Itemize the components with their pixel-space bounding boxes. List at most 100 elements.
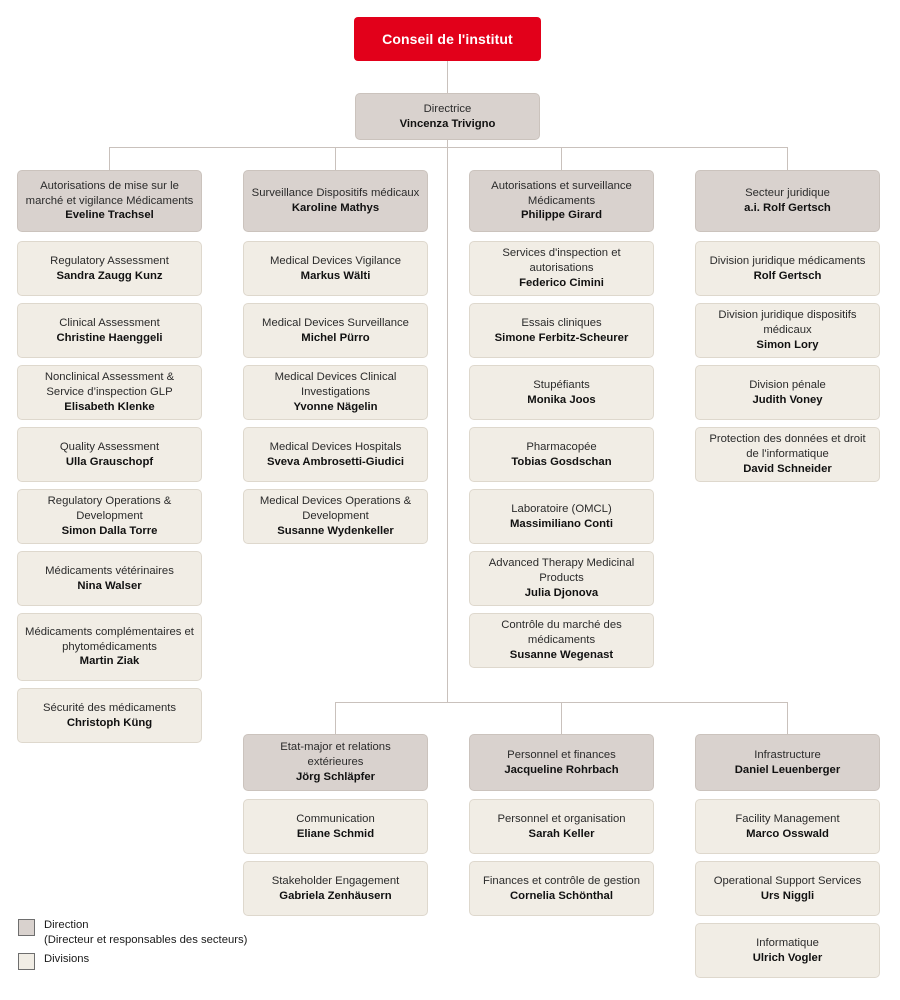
- node-person: Christoph Küng: [66, 716, 153, 729]
- node-division-2-5[interactable]: Medical Devices Operations & Development…: [243, 489, 428, 544]
- node-unit: Conseil de l'institut: [382, 30, 513, 47]
- node-unit: Division juridique médicaments: [709, 254, 866, 267]
- node-unit: Facility Management: [735, 812, 840, 825]
- node-unit: Personnel et organisation: [497, 812, 626, 825]
- node-person: Philippe Girard: [521, 209, 602, 222]
- node-person: Yvonne Nägelin: [293, 400, 378, 413]
- node-staff-head-3[interactable]: Infrastructure Daniel Leuenberger: [695, 734, 880, 791]
- node-unit: Regulatory Assessment: [50, 254, 169, 267]
- node-unit: Médicaments complémentaires et phytomédi…: [25, 625, 194, 653]
- connector-trunk-to-bottom: [447, 147, 448, 703]
- node-person: Federico Cimini: [519, 276, 604, 289]
- node-person: Cornelia Schönthal: [510, 889, 613, 902]
- node-division-1-8[interactable]: Sécurité des médicaments Christoph Küng: [17, 688, 202, 743]
- node-division-1-7[interactable]: Médicaments complémentaires et phytomédi…: [17, 613, 202, 681]
- node-staff-division-2-2[interactable]: Finances et contrôle de gestion Cornelia…: [469, 861, 654, 916]
- node-staff-division-3-1[interactable]: Facility Management Marco Osswald: [695, 799, 880, 854]
- node-staff-division-2-1[interactable]: Personnel et organisation Sarah Keller: [469, 799, 654, 854]
- node-person: Eveline Trachsel: [65, 209, 154, 222]
- node-unit: Essais cliniques: [521, 316, 602, 329]
- node-division-1-3[interactable]: Nonclinical Assessment & Service d’inspe…: [17, 365, 202, 420]
- node-division-3-5[interactable]: Laboratoire (OMCL) Massimiliano Conti: [469, 489, 654, 544]
- node-person: Tobias Gosdschan: [511, 455, 612, 468]
- node-division-1-5[interactable]: Regulatory Operations & Development Simo…: [17, 489, 202, 544]
- node-person: Elisabeth Klenke: [64, 400, 155, 413]
- node-staff-division-3-3[interactable]: Informatique Ulrich Vogler: [695, 923, 880, 978]
- node-unit: Clinical Assessment: [59, 316, 160, 329]
- node-unit: Protection des données et droit de l'inf…: [709, 433, 866, 461]
- node-person: Monika Joos: [527, 393, 596, 406]
- node-division-3-1[interactable]: Services d'inspection et autorisations F…: [469, 241, 654, 296]
- legend-sublabel-direction: (Directeur et responsables des secteurs): [44, 933, 248, 946]
- node-sector-head-2[interactable]: Surveillance Dispositifs médicaux Karoli…: [243, 170, 428, 232]
- node-person: Julia Djonova: [524, 586, 599, 599]
- node-person: Simon Lory: [756, 338, 819, 351]
- node-staff-division-3-2[interactable]: Operational Support Services Urs Niggli: [695, 861, 880, 916]
- node-division-3-4[interactable]: Pharmacopée Tobias Gosdschan: [469, 427, 654, 482]
- connector-main-horizontal: [109, 147, 788, 148]
- node-division-3-6[interactable]: Advanced Therapy Medicinal Products Juli…: [469, 551, 654, 606]
- node-unit: Etat-major et relations extérieures: [280, 741, 391, 769]
- node-person: Simone Ferbitz-Scheurer: [494, 331, 629, 344]
- node-division-2-4[interactable]: Medical Devices Hospitals Sveva Ambroset…: [243, 427, 428, 482]
- node-division-4-1[interactable]: Division juridique médicaments Rolf Gert…: [695, 241, 880, 296]
- node-unit: Communication: [296, 812, 375, 825]
- node-unit: Quality Assessment: [59, 440, 160, 453]
- connector-root-to-director: [447, 60, 448, 93]
- node-person: Rolf Gertsch: [753, 269, 822, 282]
- legend-label-direction: Direction: [44, 919, 89, 931]
- node-unit: Regulatory Operations & Development: [47, 495, 172, 523]
- legend-label-divisions: Divisions: [44, 952, 90, 965]
- node-division-3-2[interactable]: Essais cliniques Simone Ferbitz-Scheurer: [469, 303, 654, 358]
- node-staff-division-1-2[interactable]: Stakeholder Engagement Gabriela Zenhäuse…: [243, 861, 428, 916]
- node-person: Martin Ziak: [79, 655, 140, 668]
- node-person: David Schneider: [743, 462, 832, 475]
- node-person: Karoline Mathys: [291, 202, 380, 214]
- node-person: Jörg Schläpfer: [295, 770, 376, 783]
- connector-drop-bottom-col1: [335, 702, 336, 734]
- node-division-3-3[interactable]: Stupéfiants Monika Joos: [469, 365, 654, 420]
- node-division-2-2[interactable]: Medical Devices Surveillance Michel Pürr…: [243, 303, 428, 358]
- node-person: Ulrich Vogler: [752, 951, 823, 964]
- node-unit: Laboratoire (OMCL): [511, 502, 612, 515]
- node-unit: Pharmacopée: [526, 440, 597, 453]
- node-conseil-de-linstitut[interactable]: Conseil de l'institut: [354, 17, 541, 61]
- node-person: Michel Pürro: [301, 331, 370, 344]
- node-unit: Secteur juridique: [745, 187, 830, 200]
- node-division-4-3[interactable]: Division pénale Judith Voney: [695, 365, 880, 420]
- connector-drop-bottom-col3: [787, 702, 788, 734]
- node-person: Eliane Schmid: [296, 827, 375, 840]
- node-division-2-3[interactable]: Medical Devices Clinical Investigations …: [243, 365, 428, 420]
- node-person: Nina Walser: [77, 579, 142, 592]
- node-person: Susanne Wegenast: [509, 648, 614, 661]
- legend-swatch-direction-icon: [18, 919, 35, 936]
- connector-drop-col1: [109, 147, 110, 170]
- node-division-2-1[interactable]: Medical Devices Vigilance Markus Wälti: [243, 241, 428, 296]
- node-division-3-7[interactable]: Contrôle du marché des médicaments Susan…: [469, 613, 654, 668]
- node-unit: Operational Support Services: [713, 874, 862, 887]
- node-unit: Médicaments vétérinaires: [45, 564, 174, 577]
- node-unit: Finances et contrôle de gestion: [483, 874, 640, 887]
- node-staff-head-1[interactable]: Etat-major et relations extérieures Jörg…: [243, 734, 428, 791]
- node-person: Gabriela Zenhäusern: [279, 889, 392, 902]
- node-sector-head-3[interactable]: Autorisations et surveillance Médicament…: [469, 170, 654, 232]
- node-unit: Infrastructure: [754, 748, 821, 761]
- node-unit: Medical Devices Operations & Development: [259, 495, 412, 523]
- node-directrice[interactable]: Directrice Vincenza Trivigno: [355, 93, 540, 140]
- node-unit: Nonclinical Assessment & Service d’inspe…: [44, 371, 175, 399]
- node-unit: Medical Devices Hospitals: [269, 440, 402, 453]
- node-division-4-2[interactable]: Division juridique dispositifs médicaux …: [695, 303, 880, 358]
- node-division-1-4[interactable]: Quality Assessment Ulla Grauschopf: [17, 427, 202, 482]
- node-person: Christine Haenggeli: [56, 331, 163, 344]
- node-staff-division-1-1[interactable]: Communication Eliane Schmid: [243, 799, 428, 854]
- node-division-1-6[interactable]: Médicaments vétérinaires Nina Walser: [17, 551, 202, 606]
- node-person: Vincenza Trivigno: [399, 117, 496, 130]
- node-division-4-4[interactable]: Protection des données et droit de l'inf…: [695, 427, 880, 482]
- node-unit: Informatique: [756, 936, 819, 949]
- node-division-1-2[interactable]: Clinical Assessment Christine Haenggeli: [17, 303, 202, 358]
- node-unit: Medical Devices Vigilance: [269, 254, 402, 267]
- node-sector-head-4[interactable]: Secteur juridique a.i. Rolf Gertsch: [695, 170, 880, 232]
- node-staff-head-2[interactable]: Personnel et finances Jacqueline Rohrbac…: [469, 734, 654, 791]
- node-division-1-1[interactable]: Regulatory Assessment Sandra Zaugg Kunz: [17, 241, 202, 296]
- node-sector-head-1[interactable]: Autorisations de mise sur le marché et v…: [17, 170, 202, 232]
